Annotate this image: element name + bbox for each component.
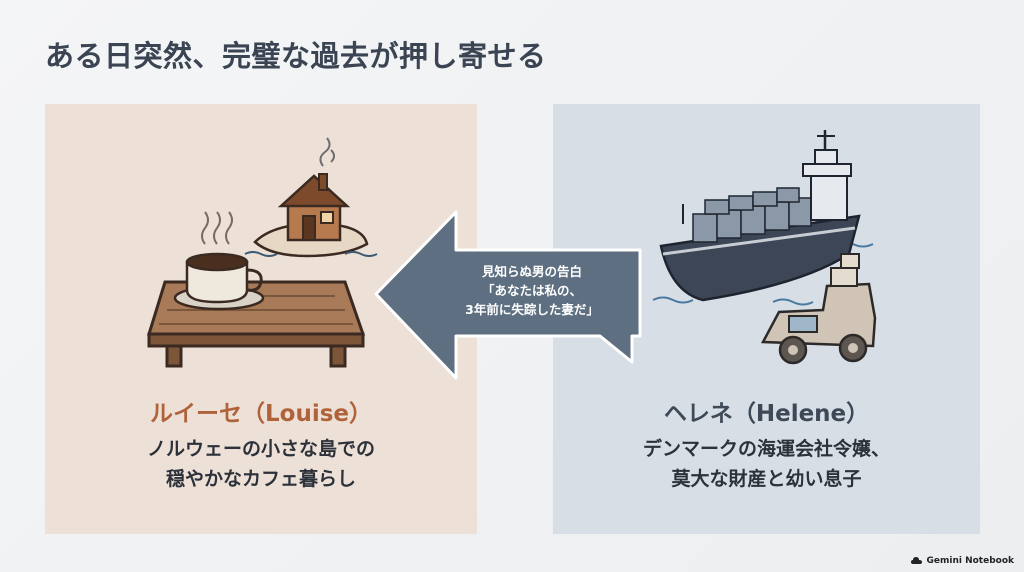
louise-desc-line-1: ノルウェーの小さな島での: [146, 438, 375, 460]
louise-description: ノルウェーの小さな島での 穏やかなカフェ暮らし: [45, 434, 477, 494]
bubble-line-1: 見知らぬ男の告白: [481, 264, 582, 279]
cargo-ship-icon: [652, 130, 874, 306]
bubble-line-3: 3年前に失踪した妻だ」: [465, 302, 599, 317]
helene-description: デンマークの海運会社令嬢、 莫大な財産と幼い息子: [553, 434, 980, 494]
helene-desc-line-2: 莫大な財産と幼い息子: [671, 468, 862, 490]
notebook-badge: Gemini Notebook: [910, 556, 1015, 566]
helene-desc-line-1: デンマークの海運会社令嬢、: [642, 438, 890, 460]
page-title: ある日突然、完璧な過去が押し寄せる: [45, 39, 547, 73]
cafe-illustration: [146, 137, 378, 368]
cloud-icon: [910, 557, 922, 564]
wooden-table-icon: [146, 280, 366, 368]
louise-desc-line-2: 穏やかなカフェ暮らし: [165, 468, 356, 490]
shipping-illustration: [652, 130, 877, 365]
island-house-icon: [244, 137, 378, 258]
bubble-line-2: 「あなたは私の、: [481, 283, 582, 298]
toy-truck-icon: [760, 253, 877, 365]
louise-name: ルイーセ（Louise）: [149, 401, 372, 427]
coffee-cup-icon: [173, 211, 265, 311]
badge-label: Gemini Notebook: [926, 556, 1015, 566]
confession-bubble: 見知らぬ男の告白 「あなたは私の、 3年前に失踪した妻だ」: [448, 262, 616, 319]
helene-name: ヘレネ（Helene）: [663, 401, 870, 427]
